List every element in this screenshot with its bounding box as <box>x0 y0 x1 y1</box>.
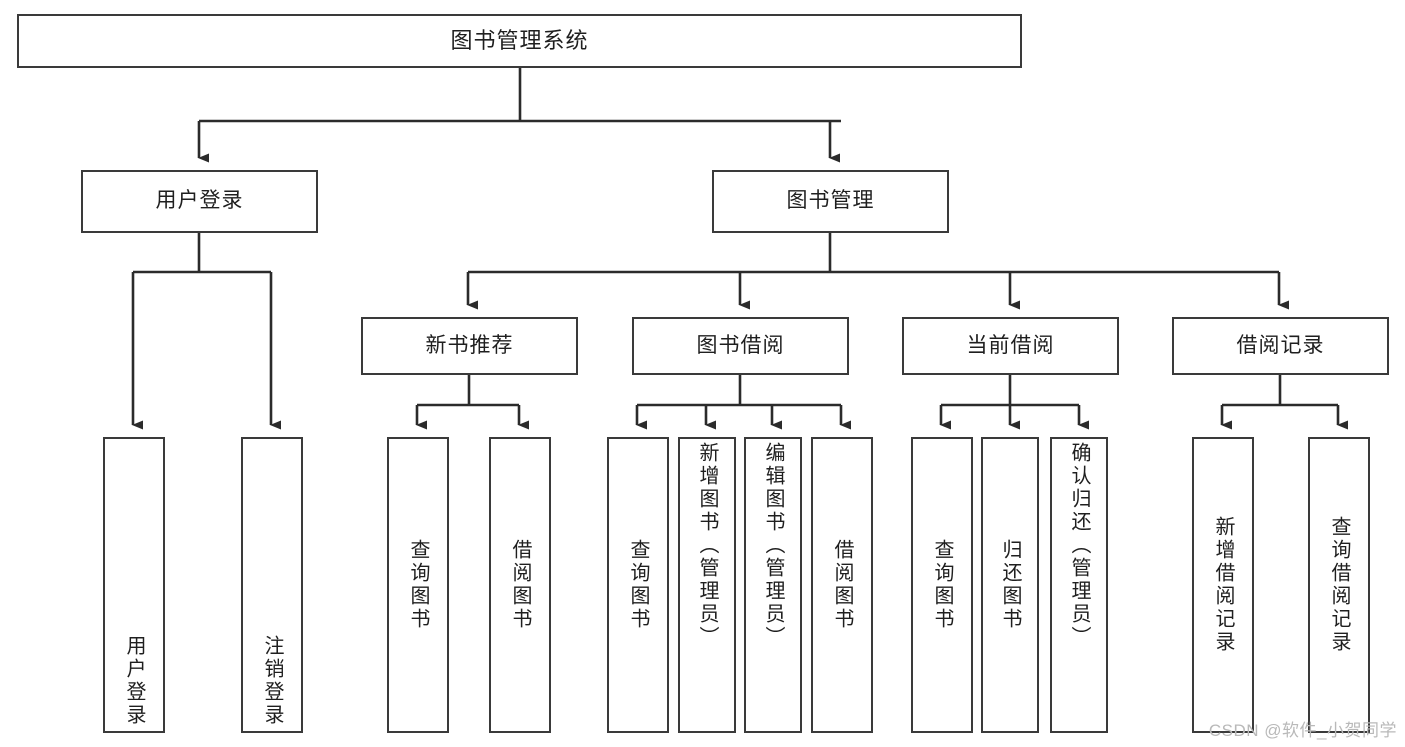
node-leaf-edit-book[interactable]: 编辑图书（管理员） <box>744 437 802 733</box>
node-leaf-add-book[interactable]: 新增图书（管理员） <box>678 437 736 733</box>
node-leaf-borrow-book-1[interactable]: 借阅图书 <box>489 437 551 733</box>
node-leaf-logout-login[interactable]: 注销登录 <box>241 437 303 733</box>
node-label: 当前借阅 <box>966 333 1055 357</box>
node-label: 确认归还（管理员） <box>1068 442 1090 649</box>
node-book-borrow[interactable]: 图书借阅 <box>632 317 849 375</box>
node-leaf-borrow-book-2[interactable]: 借阅图书 <box>811 437 873 733</box>
node-label: 注销登录 <box>261 635 283 727</box>
node-label: 编辑图书（管理员） <box>762 442 784 649</box>
node-label: 图书借阅 <box>696 333 785 357</box>
node-label: 图书管理 <box>786 189 875 213</box>
node-current-borrow[interactable]: 当前借阅 <box>902 317 1119 375</box>
node-label: 用户登录 <box>155 189 244 213</box>
node-leaf-query-book-2[interactable]: 查询图书 <box>607 437 669 733</box>
node-label: 归还图书 <box>999 539 1021 631</box>
node-leaf-confirm-return[interactable]: 确认归还（管理员） <box>1050 437 1108 733</box>
node-root-book-management-system[interactable]: 图书管理系统 <box>17 14 1022 68</box>
node-label: 新增借阅记录 <box>1212 516 1234 654</box>
node-borrow-record[interactable]: 借阅记录 <box>1172 317 1389 375</box>
node-leaf-query-book-1[interactable]: 查询图书 <box>387 437 449 733</box>
node-user-login[interactable]: 用户登录 <box>81 170 318 233</box>
node-label: 查询图书 <box>407 539 429 631</box>
node-book-manage[interactable]: 图书管理 <box>712 170 949 233</box>
node-leaf-query-record[interactable]: 查询借阅记录 <box>1308 437 1370 733</box>
node-label: 用户登录 <box>123 635 145 727</box>
node-leaf-query-book-3[interactable]: 查询图书 <box>911 437 973 733</box>
node-label: 查询借阅记录 <box>1328 516 1350 654</box>
node-new-book-recommend[interactable]: 新书推荐 <box>361 317 578 375</box>
node-leaf-add-record[interactable]: 新增借阅记录 <box>1192 437 1254 733</box>
node-label: 新增图书（管理员） <box>696 442 718 649</box>
node-leaf-user-login[interactable]: 用户登录 <box>103 437 165 733</box>
node-label: 借阅图书 <box>831 539 853 631</box>
node-label: 查询图书 <box>627 539 649 631</box>
node-label: 借阅记录 <box>1236 333 1325 357</box>
node-label: 借阅图书 <box>509 539 531 631</box>
node-label: 图书管理系统 <box>450 28 589 54</box>
csdn-watermark: CSDN @软件_小贺同学 <box>1208 721 1397 740</box>
node-leaf-return-book[interactable]: 归还图书 <box>981 437 1039 733</box>
node-label: 新书推荐 <box>425 333 514 357</box>
node-label: 查询图书 <box>931 539 953 631</box>
